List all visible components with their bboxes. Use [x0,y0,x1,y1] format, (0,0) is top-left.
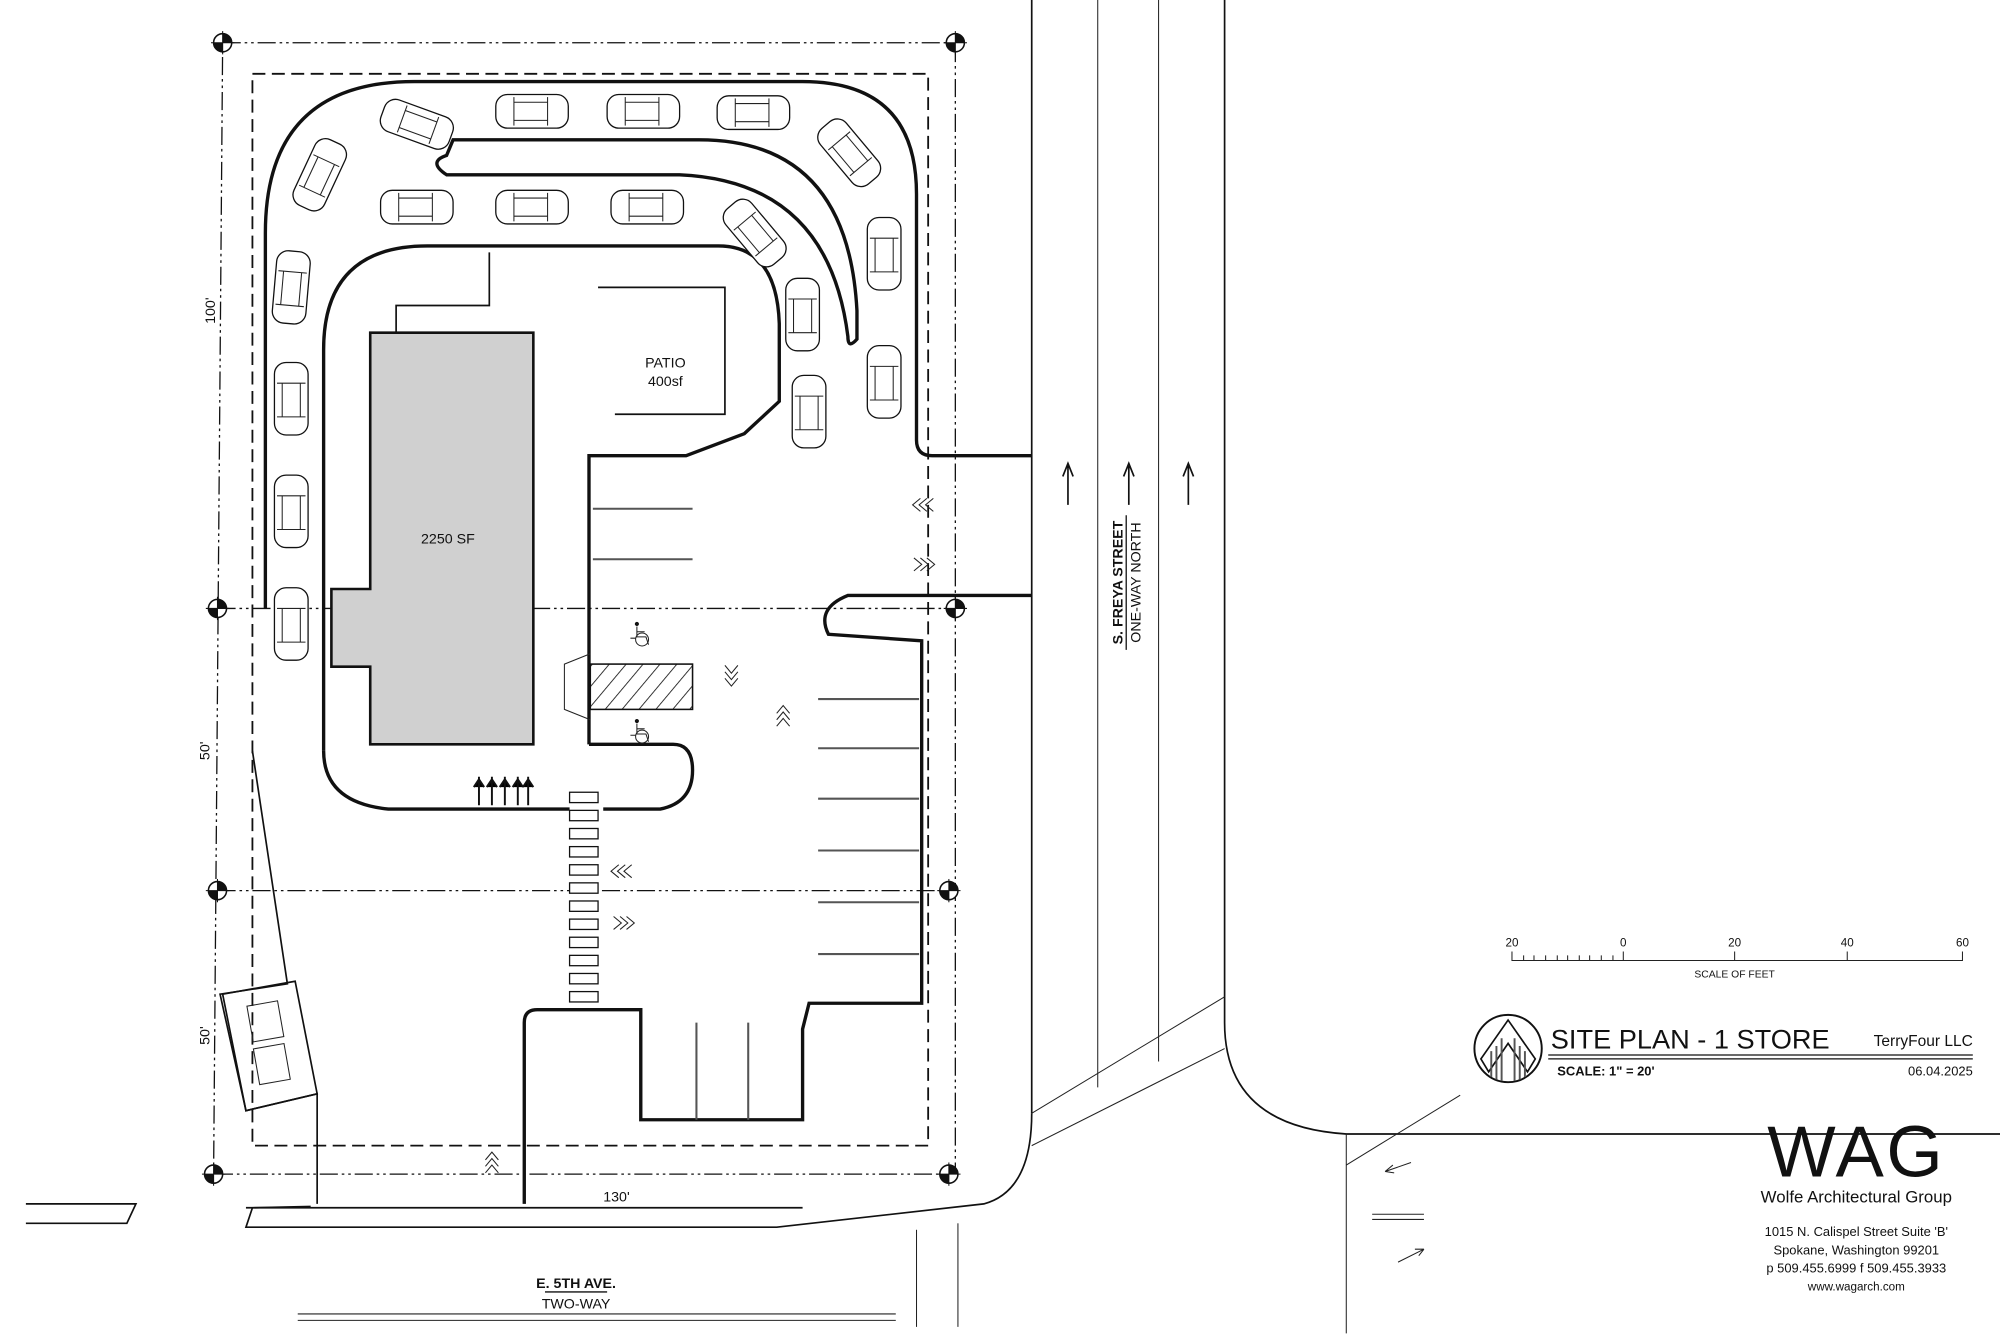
trash-enclosure [221,980,319,1112]
firm-website: www.wagarch.com [1807,1281,1905,1294]
scale-tick: 40 [1841,936,1854,949]
street-lines [25,0,2000,1334]
scale-tick: 20 [1728,936,1741,949]
fifth-ave-label: E. 5TH AVE. TWO-WAY [536,1276,616,1313]
one-way-arrow-icon [1062,461,1195,505]
patio-area: 400sf [648,374,683,390]
scale-bar: 20 0 20 40 60 SCALE OF FEET [1505,936,1969,980]
freya-street-label: S. FREYA STREET ONE-WAY NORTH [1110,515,1144,650]
firm-name: Wolfe Architectural Group [1761,1188,1952,1207]
dimension-130ft: 130' [603,1189,629,1205]
street-name: S. FREYA STREET [1110,520,1126,644]
title-block: SITE PLAN - 1 STORE TerryFour LLC SCALE:… [1473,1013,1973,1084]
patio-label: PATIO [645,356,686,372]
north-arrow-icon [1473,1013,1543,1084]
dimension-100ft: 100' [203,297,219,323]
crosswalk [568,791,599,1003]
curbs [219,79,1032,1204]
firm-address-line2: Spokane, Washington 99201 [1773,1242,1939,1257]
scale-tick: 20 [1505,936,1518,949]
dimension-50ft-bottom: 50' [198,1026,214,1045]
firm-info: WAG Wolfe Architectural Group 1015 N. Ca… [1761,1112,1952,1294]
firm-address-line1: 1015 N. Calispel Street Suite 'B' [1765,1224,1948,1239]
firm-logo: WAG [1767,1112,1945,1193]
client-name: TerryFour LLC [1874,1033,1973,1050]
trees [472,776,535,806]
firm-phone-fax: p 509.455.6999 f 509.455.3933 [1766,1261,1946,1276]
parking-stripes [563,507,920,1120]
drawing-scale: SCALE: 1" = 20' [1557,1064,1654,1079]
dimension-50ft-mid: 50' [198,742,214,761]
traffic-arrows-icon [484,497,936,1174]
patio: PATIO 400sf [598,286,726,416]
scale-label: SCALE OF FEET [1694,969,1775,980]
scale-tick: 60 [1956,936,1969,949]
street-direction: ONE-WAY NORTH [1128,522,1144,642]
drawing-title: SITE PLAN - 1 STORE [1551,1024,1830,1055]
scale-tick: 0 [1620,936,1627,949]
street-name: E. 5TH AVE. [536,1276,616,1292]
building: 2250 SF [330,252,535,746]
drive-thru-cars [270,93,902,661]
building-area-label: 2250 SF [421,532,475,548]
drawing-date: 06.04.2025 [1908,1064,1973,1079]
street-direction: TWO-WAY [542,1297,611,1313]
